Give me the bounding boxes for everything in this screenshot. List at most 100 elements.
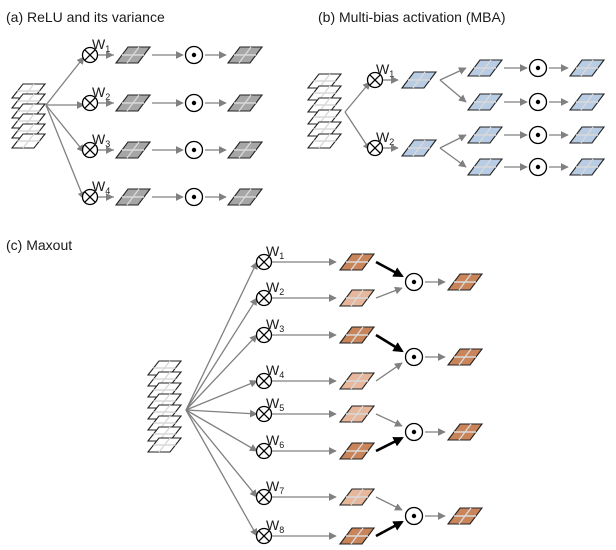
input-stack [10, 83, 47, 149]
feature-map [114, 141, 152, 159]
weight-symbol: W [266, 362, 280, 378]
weight-subscript: 1 [279, 251, 284, 261]
feature-map [446, 507, 484, 525]
feature-map [338, 527, 376, 545]
feature-map [338, 289, 376, 307]
arrow [185, 409, 258, 418]
arrow [375, 286, 403, 299]
circle-times-icon [81, 46, 99, 64]
arrow [45, 56, 85, 106]
max-arrow [375, 520, 404, 538]
arrow [439, 147, 467, 168]
weight-subscript: 7 [279, 486, 284, 496]
circle-dot-icon [404, 272, 424, 292]
circle-dot-icon [184, 140, 204, 160]
feature-map [568, 158, 606, 176]
circle-dot-icon [404, 347, 424, 367]
weight-label: W1 [376, 61, 394, 79]
feature-map [114, 94, 152, 112]
weight-symbol: W [92, 131, 106, 147]
weight-symbol: W [92, 84, 106, 100]
circle-times-icon [255, 253, 273, 271]
feature-map [446, 423, 484, 441]
feature-map [466, 93, 504, 111]
circle-dot-icon [404, 422, 424, 442]
weight-subscript: 2 [105, 92, 110, 102]
feature-map [466, 158, 504, 176]
weight-symbol: W [376, 129, 390, 145]
circle-times-icon [366, 71, 384, 89]
feature-map [466, 59, 504, 77]
weight-subscript: 2 [389, 137, 394, 147]
circle-times-icon [81, 188, 99, 206]
weight-label: W2 [92, 84, 110, 102]
weight-symbol: W [266, 395, 280, 411]
arrow [185, 380, 258, 411]
feature-map [338, 442, 376, 460]
feature-map [226, 188, 264, 206]
feature-map [114, 188, 152, 206]
input-map [146, 437, 183, 453]
weight-label: W2 [376, 129, 394, 147]
feature-map [226, 46, 264, 64]
arrow [375, 413, 403, 427]
arrow [185, 409, 258, 452]
weight-symbol: W [92, 178, 106, 194]
input-map [306, 133, 343, 149]
weight-label: W5 [266, 395, 284, 413]
weight-label: W7 [266, 478, 284, 496]
circle-dot-icon [528, 58, 548, 78]
weight-subscript: 3 [105, 139, 110, 149]
circle-dot-icon [528, 125, 548, 145]
arrow [185, 297, 258, 411]
arrow [185, 334, 258, 411]
arrow [185, 409, 258, 537]
weight-subscript: 1 [105, 44, 110, 54]
circle-times-icon [255, 372, 273, 390]
arrow [439, 79, 467, 103]
panel-b-title: (b) Multi-bias activation (MBA) [318, 9, 506, 25]
arrow [344, 111, 371, 151]
feature-map [338, 372, 376, 390]
input-stack [306, 73, 343, 149]
max-arrow [375, 333, 404, 353]
weight-label: W6 [266, 432, 284, 450]
max-arrow [375, 260, 404, 278]
circle-times-icon [255, 405, 273, 423]
circle-dot-icon [528, 92, 548, 112]
feature-map [338, 488, 376, 506]
circle-times-icon [255, 527, 273, 545]
feature-map [446, 273, 484, 291]
feature-map [400, 139, 438, 157]
feature-map [568, 93, 606, 111]
weight-subscript: 6 [279, 440, 284, 450]
arrow [375, 496, 403, 511]
weight-symbol: W [266, 243, 280, 259]
weight-subscript: 2 [279, 287, 284, 297]
weight-label: W3 [92, 131, 110, 149]
feature-map [446, 348, 484, 366]
feature-map [466, 126, 504, 144]
weight-symbol: W [266, 279, 280, 295]
circle-dot-icon [404, 506, 424, 526]
weight-subscript: 8 [279, 525, 284, 535]
circle-times-icon [255, 326, 273, 344]
weight-label: W8 [266, 517, 284, 535]
weight-subscript: 4 [279, 370, 284, 380]
weight-label: W2 [266, 279, 284, 297]
circle-dot-icon [184, 93, 204, 113]
weight-symbol: W [376, 61, 390, 77]
weight-symbol: W [266, 316, 280, 332]
weight-label: W1 [266, 243, 284, 261]
circle-times-icon [81, 141, 99, 159]
circle-dot-icon [528, 157, 548, 177]
max-arrow [375, 436, 404, 453]
panel-a-title: (a) ReLU and its variance [6, 9, 165, 25]
weight-label: W4 [92, 178, 110, 196]
circle-times-icon [255, 488, 273, 506]
